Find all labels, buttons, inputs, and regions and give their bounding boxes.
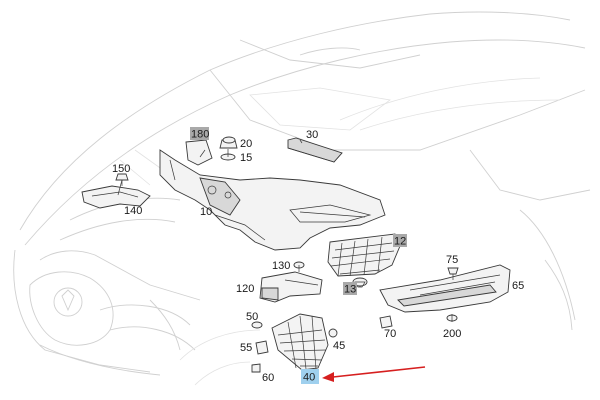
part-150-screw[interactable] xyxy=(115,173,129,186)
part-120-duct[interactable] xyxy=(259,271,323,303)
label-70[interactable]: 70 xyxy=(384,328,396,340)
label-65[interactable]: 65 xyxy=(512,280,524,292)
part-140-bracket[interactable] xyxy=(81,185,151,209)
label-140[interactable]: 140 xyxy=(124,205,142,217)
label-200[interactable]: 200 xyxy=(443,328,461,340)
part-12-mesh-panel[interactable] xyxy=(327,233,401,277)
label-50[interactable]: 50 xyxy=(246,311,258,323)
label-13[interactable]: 13 xyxy=(344,284,356,296)
part-15-washer[interactable] xyxy=(220,149,236,161)
label-55[interactable]: 55 xyxy=(240,342,252,354)
part-130-screw[interactable] xyxy=(293,261,305,272)
part-10-insulation[interactable] xyxy=(159,149,386,251)
label-120[interactable]: 120 xyxy=(236,283,254,295)
label-60[interactable]: 60 xyxy=(262,372,274,384)
part-55-bracket[interactable] xyxy=(255,340,269,355)
part-200-clip[interactable] xyxy=(446,314,458,322)
label-10[interactable]: 10 xyxy=(200,206,212,218)
label-130[interactable]: 130 xyxy=(272,260,290,272)
tag-12-box xyxy=(393,234,407,247)
label-20[interactable]: 20 xyxy=(240,138,252,150)
tag-180-box xyxy=(190,127,209,140)
label-15[interactable]: 15 xyxy=(240,152,252,164)
label-40[interactable]: 40 xyxy=(303,372,315,384)
highlight-arrow xyxy=(322,366,426,382)
part-70-clip[interactable] xyxy=(379,315,393,329)
part-20-clip[interactable] xyxy=(219,136,238,149)
part-60-screw[interactable] xyxy=(251,363,261,373)
tag-40-box xyxy=(301,369,319,384)
callout-lines xyxy=(117,139,303,196)
part-40-mesh-grille[interactable] xyxy=(271,313,329,371)
label-45[interactable]: 45 xyxy=(333,340,345,352)
part-labels: 180 20 15 30 150 140 10 12 13 130 120 75… xyxy=(112,127,524,384)
label-180[interactable]: 180 xyxy=(191,129,209,141)
label-12[interactable]: 12 xyxy=(394,236,406,248)
label-150[interactable]: 150 xyxy=(112,163,130,175)
part-65-side-panel[interactable] xyxy=(379,264,511,313)
label-30[interactable]: 30 xyxy=(306,129,318,141)
label-75[interactable]: 75 xyxy=(446,254,458,266)
part-75-screw[interactable] xyxy=(447,267,459,280)
tag-13-box xyxy=(343,282,357,295)
part-45-nut[interactable] xyxy=(328,328,338,338)
part-180-flap[interactable] xyxy=(185,139,213,166)
part-30-strip[interactable] xyxy=(287,137,343,163)
part-50-clip[interactable] xyxy=(251,321,263,329)
